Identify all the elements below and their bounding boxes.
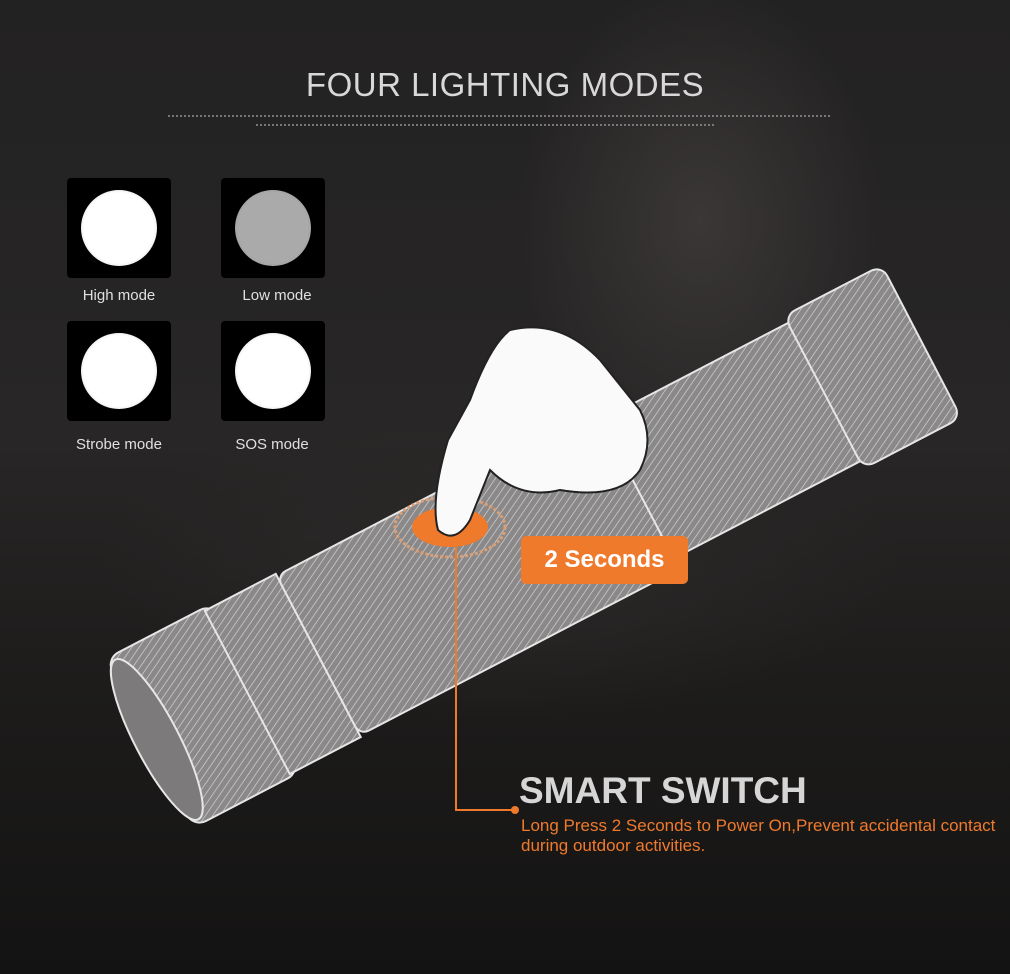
title-divider [168, 115, 832, 117]
page-title: FOUR LIGHTING MODES [305, 66, 705, 103]
duration-badge: 2 Seconds [521, 536, 688, 584]
title-divider-2 [256, 124, 716, 126]
mode-icon-low [221, 178, 325, 278]
mode-label-high: High mode [82, 287, 156, 304]
mode-label-sos: SOS mode [235, 436, 309, 453]
callout-leader-line [455, 537, 515, 811]
hand-pointer-icon [434, 326, 649, 537]
mode-icon-high [67, 178, 171, 278]
mode-label-low: Low mode [242, 287, 312, 304]
flashlight-body [109, 268, 958, 824]
feature-description: Long Press 2 Seconds to Power On,Prevent… [521, 816, 996, 855]
feature-title: SMART SWITCH [519, 770, 807, 811]
mode-icon-strobe [67, 321, 171, 421]
mode-icon-sos [221, 321, 325, 421]
mode-label-strobe: Strobe mode [76, 436, 162, 453]
